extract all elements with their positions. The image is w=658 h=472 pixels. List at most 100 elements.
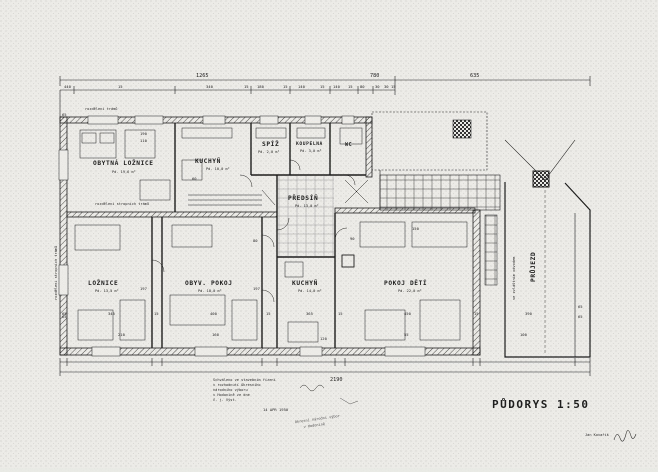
room-area-master-bedroom: Pd. 19,6 m² bbox=[112, 170, 136, 174]
stamp-line: v rozhodnutí Okresního bbox=[213, 383, 261, 387]
room-label-hall: PŘEDSÍŇ bbox=[288, 193, 318, 202]
room-label-kitchen-bottom: KUCHYŇ bbox=[292, 278, 318, 287]
signature bbox=[613, 430, 637, 442]
dim-bottom-seg: 15 bbox=[338, 311, 343, 316]
dim-top-seg: 340 bbox=[206, 84, 214, 89]
dim-small: 110 bbox=[140, 138, 148, 143]
top-dimension-chains bbox=[59, 76, 591, 118]
hall-floor bbox=[278, 176, 334, 256]
dim-overall-b: 780 bbox=[370, 73, 379, 79]
dim-top-seg: 15 bbox=[118, 84, 123, 89]
stamp-line: Schváleno ve stavebním řízení bbox=[213, 378, 276, 382]
windows-left bbox=[58, 149, 69, 296]
note-wall-top: rozdělení trámů bbox=[85, 107, 117, 111]
dim-top-seg: 140 bbox=[298, 84, 306, 89]
dim-top-seg: 15 bbox=[244, 84, 249, 89]
dim-bottom-seg: 400 bbox=[210, 311, 218, 316]
office-stamp-line: Okresní národní výbor bbox=[295, 414, 341, 424]
dim-overall-c: 635 bbox=[470, 73, 479, 79]
room-area-kitchen-top: Pd. 10,0 m² bbox=[206, 167, 230, 171]
dim-small: 60 bbox=[192, 176, 197, 181]
dim-bottom-seg: 15 bbox=[474, 311, 479, 316]
dim-small: 160 bbox=[212, 332, 220, 337]
furniture bbox=[74, 127, 468, 343]
windows-bottom bbox=[91, 346, 426, 357]
dim-bottom-seg: 65 bbox=[62, 311, 67, 316]
dim-small: 100 bbox=[520, 332, 528, 337]
dim-small: 197 bbox=[253, 286, 260, 291]
room-area-kitchen-bottom: Pd. 14,0 m² bbox=[298, 289, 322, 293]
stamp-mark bbox=[339, 397, 359, 405]
dim-top-seg: 140 bbox=[333, 84, 341, 89]
room-area-bedroom: Pd. 13,5 m² bbox=[95, 289, 119, 293]
dim-top-seg: 30 bbox=[375, 84, 380, 89]
bottom-dimension-chains bbox=[59, 358, 591, 376]
room-area-hall: Pd. 13,0 m² bbox=[295, 204, 319, 208]
dim-small: 197 bbox=[140, 286, 147, 291]
room-label-wc: WC bbox=[345, 142, 352, 148]
dim-top-seg: 180 bbox=[257, 84, 265, 89]
room-area-children: Pd. 22,0 m² bbox=[398, 289, 422, 293]
room-label-children: POKOJ DĚTÍ bbox=[384, 278, 427, 287]
room-label-passage: PRŮJEZD bbox=[528, 252, 537, 282]
stamp-line: národního výboru bbox=[213, 388, 248, 392]
dim-bottom-seg: 15 bbox=[266, 311, 271, 316]
room-label-kitchen-top: KUCHYŇ bbox=[195, 156, 221, 165]
office-stamp-line: v Hodoníně bbox=[303, 422, 325, 429]
dim-side-right-bottom: 65 bbox=[578, 314, 583, 319]
passage-area bbox=[484, 139, 591, 358]
stamp-line: č. j. Výst. bbox=[213, 398, 237, 402]
dim-small: 150 bbox=[412, 226, 420, 231]
note-wall-mid: rozdělení stropních trámů bbox=[95, 202, 149, 206]
room-label-bedroom: LOŽNICE bbox=[88, 278, 118, 287]
dim-bottom-seg: 65 bbox=[578, 304, 583, 309]
dim-small: 190 bbox=[140, 131, 148, 136]
room-area-bathroom: Pd. 3,0 m² bbox=[300, 149, 322, 153]
note-right-vertical: se zvláštním odvodem bbox=[512, 257, 516, 300]
dim-bottom-seg: 345 bbox=[108, 311, 115, 316]
room-label-living: OBYV. POKOJ bbox=[185, 280, 233, 287]
dim-top-seg: 15 bbox=[320, 84, 325, 89]
dim-small: 55 bbox=[404, 332, 409, 337]
dim-overall-a: 1265 bbox=[196, 73, 209, 79]
dim-small: 80 bbox=[253, 238, 258, 243]
small-dimensions: 190 110 60 197 210 197 80 90 150 120 160… bbox=[118, 131, 528, 341]
dim-side-left-bottom: 65 bbox=[62, 314, 67, 319]
note-left-vertical: rozdělení stropních trámů bbox=[54, 246, 58, 300]
room-label-bathroom: KOUPELNA bbox=[296, 141, 323, 147]
approval-stamp: Schváleno ve stavebním řízení v rozhodnu… bbox=[213, 378, 325, 402]
room-label-pantry: SPÍŽ bbox=[262, 139, 279, 148]
dim-side-left-top: 65 bbox=[62, 112, 67, 117]
dim-bottom-overall: 2190 bbox=[330, 377, 343, 383]
designer-name: Jan Kovařík bbox=[585, 433, 610, 437]
dim-small: 90 bbox=[350, 236, 355, 241]
dim-small: 120 bbox=[320, 336, 328, 341]
room-area-living: Pd. 18,0 m² bbox=[198, 289, 222, 293]
bottom-dimension-segments: 65 345 15 400 15 365 15 450 15 390 65 bbox=[62, 304, 583, 316]
dim-bottom-seg: 450 bbox=[404, 311, 412, 316]
stamp-line: v Hodoníně ze dne bbox=[213, 393, 250, 397]
dim-top-seg: 15 bbox=[391, 84, 396, 89]
dim-bottom-seg: 15 bbox=[154, 311, 159, 316]
stairs bbox=[188, 179, 369, 206]
terrace-outline bbox=[371, 111, 501, 211]
door-swings bbox=[151, 159, 356, 303]
interior-partitions bbox=[151, 123, 366, 348]
dim-top-seg: 80 bbox=[360, 84, 365, 89]
room-label-master-bedroom: OBYTNÁ LOŽNICE bbox=[93, 158, 154, 167]
office-stamp: Okresní národní výbor v Hodoníně bbox=[295, 414, 341, 429]
dim-bottom-seg: 390 bbox=[525, 311, 533, 316]
room-area-pantry: Pd. 2,0 m² bbox=[258, 150, 280, 154]
dim-top-seg: 440 bbox=[64, 84, 72, 89]
date-stamp: 14 APR 1950 bbox=[263, 407, 289, 412]
dim-small: 210 bbox=[118, 332, 126, 337]
dim-bottom-seg: 365 bbox=[306, 311, 313, 316]
drawing-title: PŮDORYS 1:50 bbox=[492, 398, 589, 411]
dim-top-seg: 15 bbox=[348, 84, 353, 89]
windows-top bbox=[87, 115, 355, 125]
top-dimension-segments: 440 15 340 15 180 15 140 15 140 15 80 30… bbox=[64, 84, 396, 89]
dim-top-seg: 15 bbox=[283, 84, 288, 89]
dim-top-seg: 30 bbox=[384, 84, 389, 89]
